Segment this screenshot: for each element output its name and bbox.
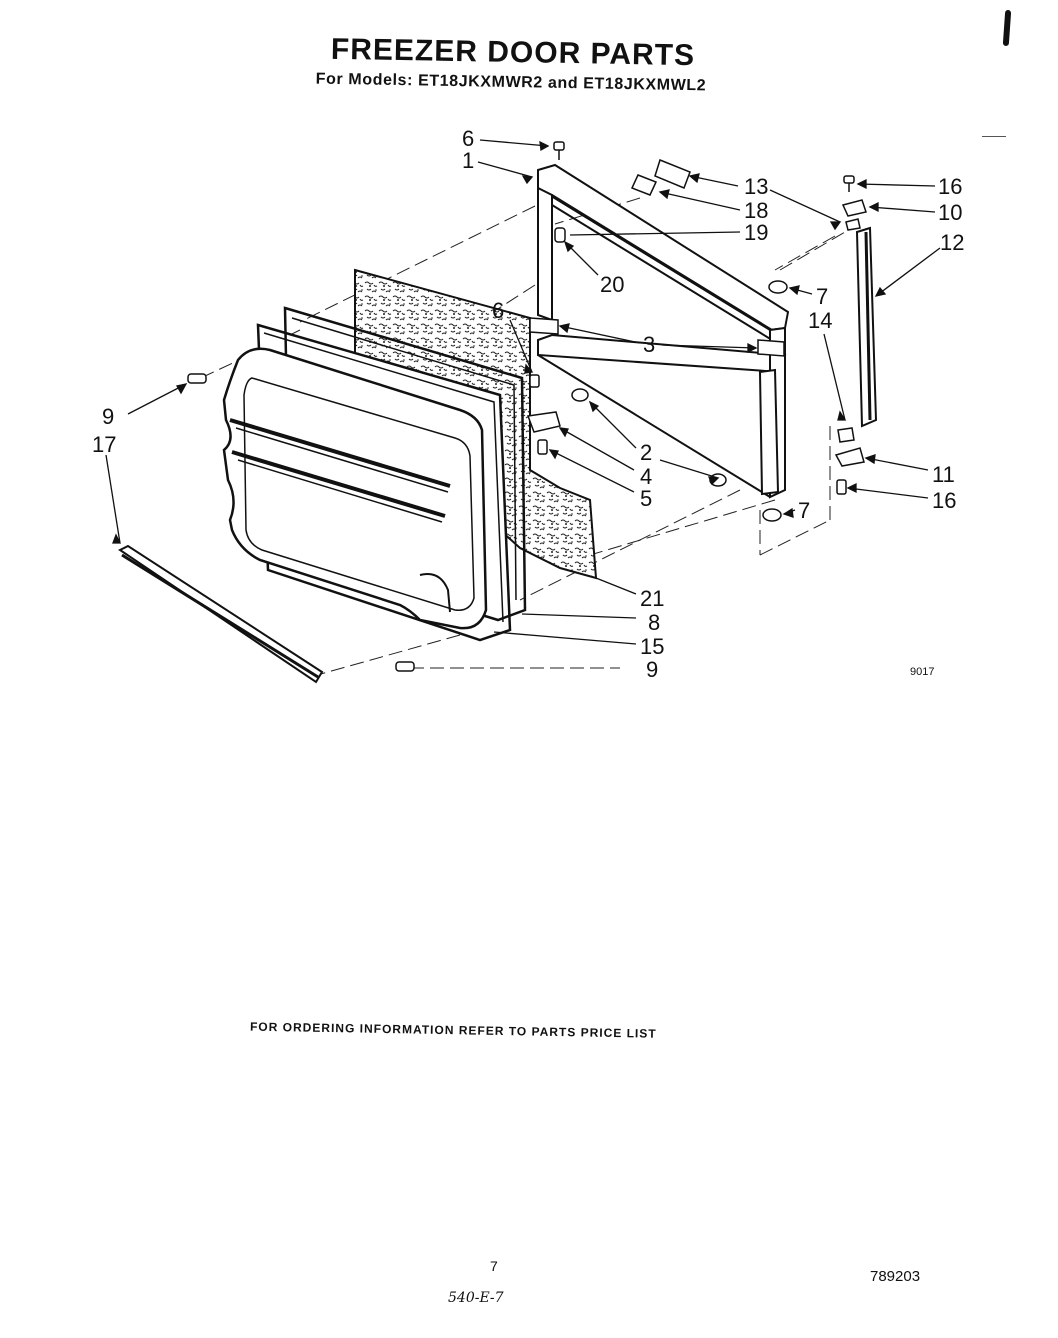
callout-21: 21 (640, 586, 664, 611)
callout-3: 3 (643, 332, 655, 357)
callout-6-middle: 6 (492, 298, 504, 323)
callout-1: 1 (462, 148, 474, 173)
callout-4: 4 (640, 464, 652, 489)
callout-19: 19 (744, 220, 768, 245)
callout-numbers: 6 1 13 16 18 10 19 12 20 7 6 3 14 9 17 2… (92, 126, 964, 682)
leader-lines (105, 139, 941, 645)
callout-14: 14 (808, 308, 832, 333)
diagram-code: 9017 (910, 666, 934, 678)
callout-20: 20 (600, 272, 624, 297)
callout-7-bottom: 7 (798, 498, 810, 523)
callout-16-bottom: 16 (932, 488, 956, 513)
callout-5: 5 (640, 486, 652, 511)
door-frame-assembly (537, 163, 790, 499)
callout-8: 8 (648, 610, 660, 635)
hardware-parts (187, 141, 867, 672)
callout-16-top: 16 (938, 174, 962, 199)
callout-18: 18 (744, 198, 768, 223)
page-number: 7 (490, 1258, 498, 1274)
corner-dash-mark (982, 136, 1006, 137)
side-hinge-strip (855, 226, 878, 428)
callout-7-top: 7 (816, 284, 828, 309)
callout-9-bottom: 9 (646, 657, 658, 682)
callout-17: 17 (92, 432, 116, 457)
callout-15: 15 (640, 634, 664, 659)
callout-10: 10 (938, 200, 962, 225)
callout-6-top: 6 (462, 126, 474, 151)
callout-9-left: 9 (102, 404, 114, 429)
callout-11: 11 (932, 462, 955, 487)
callout-13: 13 (744, 174, 768, 199)
callout-12: 12 (940, 230, 964, 255)
callout-2: 2 (640, 440, 652, 465)
document-number: 789203 (870, 1268, 921, 1285)
handwritten-note: 540-E-7 (448, 1290, 504, 1306)
